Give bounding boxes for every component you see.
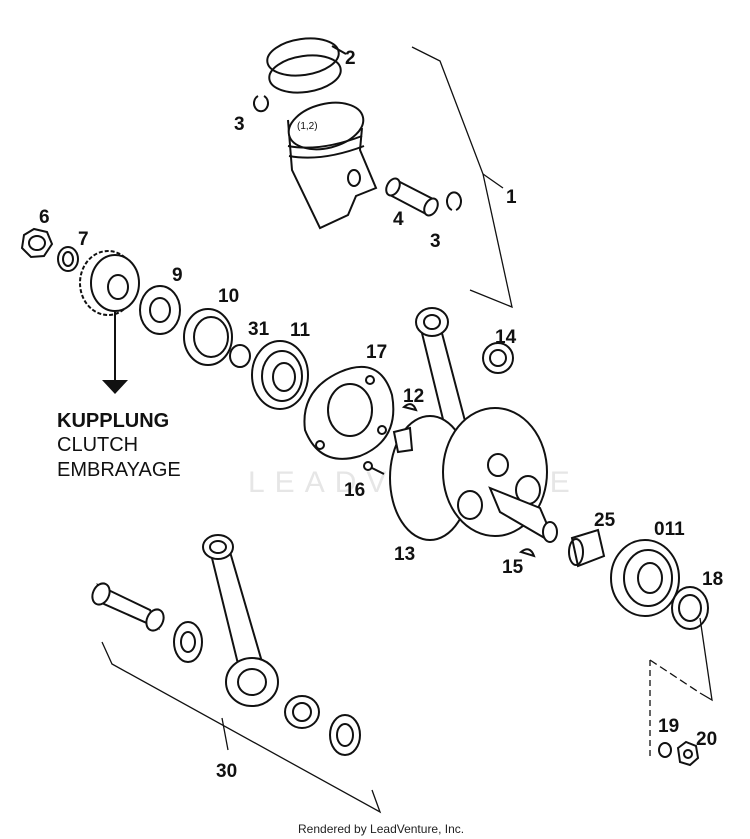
label-3a: 3 [234, 114, 245, 135]
lock-washer [57, 246, 79, 272]
label-20: 20 [696, 729, 717, 750]
label-11: 11 [290, 320, 311, 341]
primary-gear [79, 250, 140, 316]
label-4: 4 [393, 209, 404, 230]
label-25: 25 [594, 510, 616, 531]
woodruff-key-upper [401, 403, 418, 412]
kit-bracket [411, 46, 513, 309]
clutch-arrow-head [102, 380, 128, 394]
piston: (1,2) [287, 101, 378, 230]
label-30: 30 [216, 761, 237, 782]
shaft-seal [671, 586, 709, 630]
main-bearing-right [610, 539, 680, 617]
nut [20, 227, 54, 259]
main-bearing-left [251, 340, 309, 410]
o-ring [229, 344, 251, 368]
thrust-washer-left [173, 621, 203, 663]
label-011: 011 [654, 519, 685, 540]
seal-ring [183, 308, 233, 366]
circlip-lower [446, 191, 462, 211]
label-13: 13 [394, 544, 415, 565]
woodruff-key-lower [518, 548, 536, 558]
crankshaft [389, 307, 558, 543]
sleeve [568, 528, 606, 568]
label-7: 7 [78, 229, 89, 250]
piston-note: (1,2) [297, 121, 318, 132]
lower-bracket [101, 641, 382, 814]
shim-plate [303, 366, 395, 460]
label-2: 2 [345, 48, 356, 69]
label-12: 12 [403, 386, 424, 407]
needle-bearing-top [482, 342, 514, 374]
clutch-text-german: KUPPLUNG [57, 410, 169, 432]
label-14: 14 [495, 327, 517, 348]
washer-19 [658, 742, 672, 758]
label-3b: 3 [430, 231, 441, 252]
label-15: 15 [502, 557, 524, 578]
label-10: 10 [218, 286, 239, 307]
label-9: 9 [172, 265, 183, 286]
label-31: 31 [248, 319, 270, 340]
right-bracket [699, 617, 713, 702]
label-16: 16 [344, 480, 365, 501]
bearing-9 [139, 285, 181, 335]
label-18: 18 [702, 569, 723, 590]
label-19: 19 [658, 716, 679, 737]
needle-bearing-lower [284, 695, 320, 729]
footer-credit: Rendered by LeadVenture, Inc. [298, 822, 464, 836]
circlip-upper [253, 95, 269, 113]
nut-20 [676, 740, 700, 767]
piston-rings [266, 37, 347, 94]
connecting-rod [202, 534, 279, 707]
piston-pin [385, 177, 439, 217]
label-1: 1 [506, 187, 517, 208]
screw [363, 461, 385, 475]
label-6: 6 [39, 207, 50, 228]
crank-pin [91, 582, 165, 632]
clutch-text-english: CLUTCH [57, 434, 138, 456]
label-17: 17 [366, 342, 387, 363]
clutch-text-french: EMBRAYAGE [57, 459, 181, 481]
thrust-washer-right [329, 714, 361, 756]
